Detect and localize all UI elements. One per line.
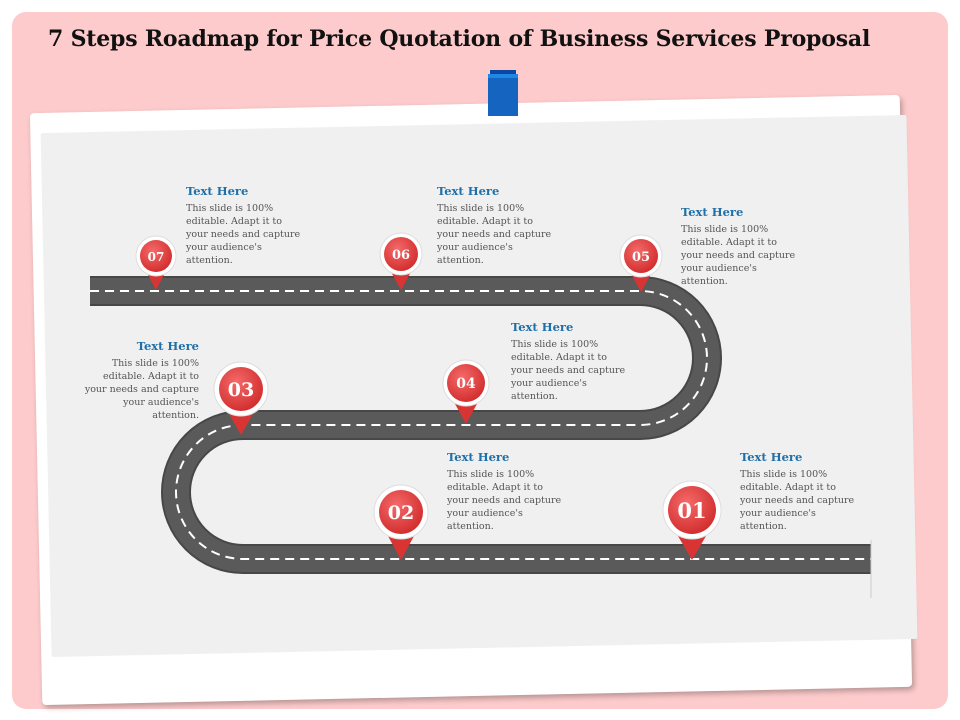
pin-03-number: 03 bbox=[228, 379, 254, 401]
step-description: This slide is 100% editable. Adapt it to… bbox=[681, 224, 796, 287]
step-heading: Text Here bbox=[186, 184, 249, 198]
pin-05-marker: 05 bbox=[619, 234, 663, 292]
step-01-text: Text Here This slide is 100% editable. A… bbox=[740, 450, 860, 533]
pin-07-number: 07 bbox=[148, 250, 165, 264]
step-heading: Text Here bbox=[681, 205, 744, 219]
step-description: This slide is 100% editable. Adapt it to… bbox=[447, 469, 562, 532]
step-02-text: Text Here This slide is 100% editable. A… bbox=[447, 450, 567, 533]
pin-04-number: 04 bbox=[456, 376, 476, 392]
pin-06-number: 06 bbox=[392, 248, 410, 263]
step-05-text: Text Here This slide is 100% editable. A… bbox=[681, 205, 801, 288]
step-heading: Text Here bbox=[437, 184, 500, 198]
step-description: This slide is 100% editable. Adapt it to… bbox=[84, 358, 199, 421]
pin-06-marker: 06 bbox=[379, 232, 423, 290]
pin-02-number: 02 bbox=[388, 502, 414, 524]
step-description: This slide is 100% editable. Adapt it to… bbox=[437, 203, 552, 266]
step-heading: Text Here bbox=[447, 450, 510, 464]
step-description: This slide is 100% editable. Adapt it to… bbox=[511, 339, 626, 402]
pin-02-marker: 02 bbox=[373, 484, 429, 560]
step-heading: Text Here bbox=[511, 320, 574, 334]
pin-03-marker: 03 bbox=[213, 361, 269, 435]
binder-clip-icon bbox=[488, 70, 518, 116]
step-description: This slide is 100% editable. Adapt it to… bbox=[186, 203, 301, 266]
step-06-text: Text Here This slide is 100% editable. A… bbox=[437, 184, 557, 267]
pin-01-marker: 01 bbox=[662, 480, 722, 560]
pin-07-marker: 07 bbox=[135, 235, 177, 290]
step-heading: Text Here bbox=[136, 339, 199, 353]
step-07-text: Text Here This slide is 100% editable. A… bbox=[186, 184, 306, 267]
pin-04-marker: 04 bbox=[442, 359, 490, 424]
road-edge-line bbox=[90, 278, 871, 572]
step-04-text: Text Here This slide is 100% editable. A… bbox=[511, 320, 631, 403]
step-description: This slide is 100% editable. Adapt it to… bbox=[740, 469, 855, 532]
pin-01-number: 01 bbox=[677, 498, 706, 523]
step-heading: Text Here bbox=[740, 450, 803, 464]
step-03-text: Text Here This slide is 100% editable. A… bbox=[79, 339, 199, 422]
slide-title: 7 Steps Roadmap for Price Quotation of B… bbox=[48, 26, 871, 52]
pin-05-number: 05 bbox=[632, 250, 650, 265]
